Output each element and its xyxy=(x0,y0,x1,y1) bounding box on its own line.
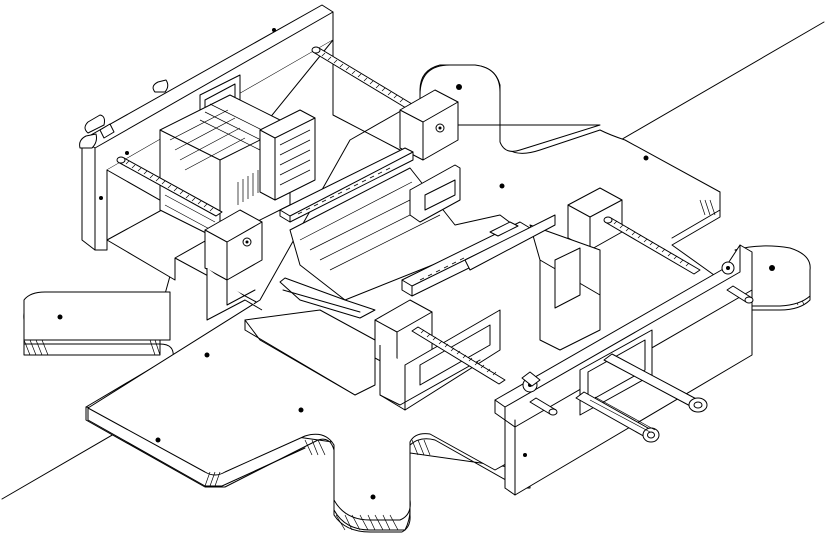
carriage-block xyxy=(399,89,459,161)
carriage-block xyxy=(374,299,501,411)
guide-rod xyxy=(279,147,414,223)
lead-screw xyxy=(116,156,223,217)
stepper-motor xyxy=(159,94,316,241)
mounting-hole xyxy=(204,352,210,358)
lead-screw xyxy=(411,326,506,385)
carriage-block xyxy=(244,164,461,396)
mounting-hole xyxy=(643,155,649,161)
mounting-hole xyxy=(499,183,505,189)
guide-rod xyxy=(575,353,708,443)
mounting-hole xyxy=(456,84,462,90)
mounting-hole xyxy=(769,265,775,271)
guide-rod xyxy=(521,285,754,416)
carriage-block xyxy=(204,209,263,321)
base-plate xyxy=(23,64,811,533)
lead-screw xyxy=(311,46,413,109)
mounting-hole xyxy=(298,407,304,413)
lead-screw xyxy=(603,216,701,275)
mounting-hole xyxy=(57,314,63,320)
carriage-block xyxy=(464,187,623,351)
mounting-hole xyxy=(370,494,376,500)
mounting-hole xyxy=(155,437,161,443)
